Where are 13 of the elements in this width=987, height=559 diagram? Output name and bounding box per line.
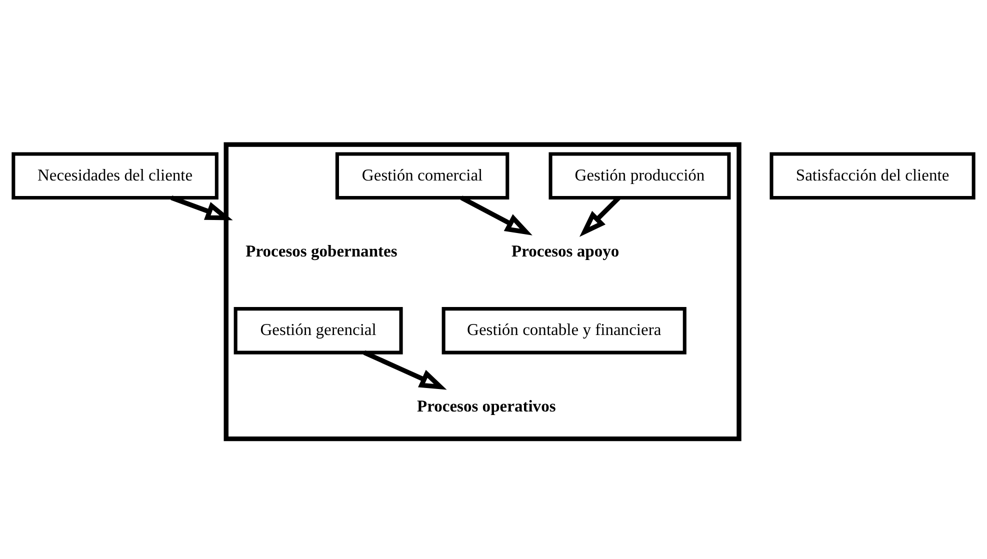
- node-box: Gestión contable y financiera: [442, 306, 686, 354]
- node-text: Procesos gobernantes: [246, 240, 398, 260]
- node-text: Procesos apoyo: [512, 240, 620, 260]
- arrow: [170, 195, 233, 220]
- node-box: Necesidades del cliente: [12, 152, 218, 200]
- node-box: Gestión producción: [548, 152, 731, 200]
- node-box: Gestión comercial: [335, 152, 510, 200]
- node-text: Procesos operativos: [416, 396, 556, 415]
- cluster: [224, 142, 742, 441]
- node-box: Satisfacción del cliente: [770, 152, 976, 200]
- arrow: [363, 350, 447, 390]
- arrow: [460, 195, 532, 235]
- node-box: Gestión gerencial: [234, 306, 403, 354]
